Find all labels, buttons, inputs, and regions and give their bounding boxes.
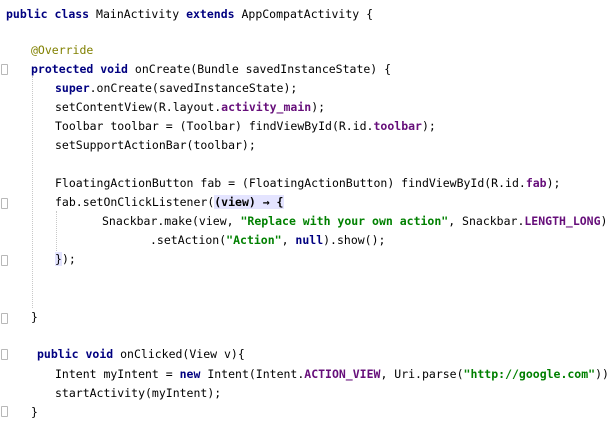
- keyword: null: [295, 233, 324, 247]
- keyword: public: [37, 347, 79, 361]
- code-text: ).show();: [323, 233, 386, 247]
- string-literal: "http://google.com": [463, 367, 596, 381]
- keyword: class: [54, 7, 90, 21]
- method-signature: onClicked(View v){: [120, 347, 245, 361]
- code-text: );: [61, 252, 76, 266]
- indent-guide: [56, 211, 57, 257]
- code-line-snackbar-make[interactable]: Snackbar.make(view, "Replace with your o…: [102, 214, 607, 229]
- code-text: ,: [281, 233, 296, 247]
- fold-marker-icon[interactable]: [1, 198, 8, 209]
- field-reference: fab: [525, 176, 547, 190]
- annotation: @Override: [31, 43, 94, 57]
- keyword: public: [6, 7, 48, 21]
- code-text: );: [546, 176, 561, 190]
- brace-highlight: }: [55, 252, 62, 266]
- code-line-onclicked-signature[interactable]: public void onClicked(View v){: [37, 347, 245, 362]
- indent-guide: [32, 76, 33, 308]
- fold-marker-icon[interactable]: [1, 313, 8, 324]
- code-line-set-content-view[interactable]: setContentView(R.layout.activity_main);: [55, 100, 325, 115]
- fold-marker-icon[interactable]: [1, 255, 8, 266]
- code-line-set-on-click-listener[interactable]: fab.setOnClickListener((view) → {: [55, 195, 284, 210]
- code-line-annotation[interactable]: @Override: [31, 43, 93, 58]
- code-line-set-action[interactable]: .setAction("Action", null).show();: [150, 233, 385, 248]
- keyword: new: [179, 367, 201, 381]
- code-text: }: [31, 310, 38, 324]
- code-line-start-activity[interactable]: startActivity(myIntent);: [55, 386, 221, 401]
- code-line-fab[interactable]: FloatingActionButton fab = (FloatingActi…: [55, 176, 560, 191]
- lambda-param: (view) → {: [214, 195, 284, 209]
- code-text: );: [311, 100, 326, 114]
- class-name: MainActivity: [96, 7, 180, 21]
- string-literal: "Replace with your own action": [240, 214, 449, 228]
- code-text: .onCreate(savedInstanceState);: [89, 81, 298, 95]
- parent-class: AppCompatActivity {: [241, 7, 374, 21]
- code-line-super-call[interactable]: super.onCreate(savedInstanceState);: [55, 81, 297, 96]
- code-line-closing-brace[interactable]: }: [31, 310, 38, 325]
- field-reference: toolbar: [373, 119, 422, 133]
- code-text: ));: [595, 367, 611, 381]
- code-text: }: [31, 405, 38, 419]
- keyword: void: [100, 62, 128, 76]
- keyword: extends: [186, 7, 235, 21]
- lambda-highlight: (view) → {: [214, 195, 284, 209]
- keyword: protected: [31, 62, 94, 76]
- code-line-oncreate-signature[interactable]: protected void onCreate(Bundle savedInst…: [31, 62, 391, 77]
- code-line-closing-lambda[interactable]: });: [55, 252, 76, 267]
- string-literal: "Action": [226, 233, 282, 247]
- code-text: fab.setOnClickListener(: [55, 195, 215, 209]
- keyword: void: [85, 347, 114, 361]
- code-text: );: [421, 119, 436, 133]
- fold-marker-icon[interactable]: [1, 406, 8, 417]
- code-text: startActivity(myIntent);: [55, 386, 222, 400]
- code-text: ): [600, 214, 608, 228]
- keyword: super: [55, 81, 90, 95]
- code-line-set-support-action-bar[interactable]: setSupportActionBar(toolbar);: [55, 138, 256, 153]
- field-reference: LENGTH_LONG: [524, 214, 601, 228]
- code-text: , Snackbar.: [448, 214, 525, 228]
- fold-marker-icon[interactable]: [1, 349, 8, 360]
- code-text: Snackbar.make(view,: [102, 214, 241, 228]
- code-text: .setAction(: [150, 233, 227, 247]
- field-reference: activity_main: [221, 100, 312, 114]
- code-text: Intent(Intent.: [200, 367, 305, 381]
- code-text: setSupportActionBar(toolbar);: [55, 138, 256, 152]
- code-text: Toolbar toolbar = (Toolbar) findViewById…: [55, 119, 374, 133]
- method-signature: onCreate(Bundle savedInstanceState) {: [134, 62, 392, 76]
- code-text: setContentView(R.layout.: [55, 100, 222, 114]
- code-line-intent[interactable]: Intent myIntent = new Intent(Intent.ACTI…: [55, 367, 611, 382]
- code-line-toolbar[interactable]: Toolbar toolbar = (Toolbar) findViewById…: [55, 119, 436, 134]
- code-text: FloatingActionButton fab = (FloatingActi…: [55, 176, 526, 190]
- fold-marker-icon[interactable]: [1, 64, 8, 75]
- code-text: Intent myIntent =: [55, 367, 180, 381]
- code-line-class-closing-brace[interactable]: }: [31, 405, 38, 420]
- field-reference: ACTION_VIEW: [304, 367, 381, 381]
- code-text: , Uri.parse(: [380, 367, 464, 381]
- code-line-class-declaration[interactable]: public class MainActivity extends AppCom…: [6, 7, 373, 22]
